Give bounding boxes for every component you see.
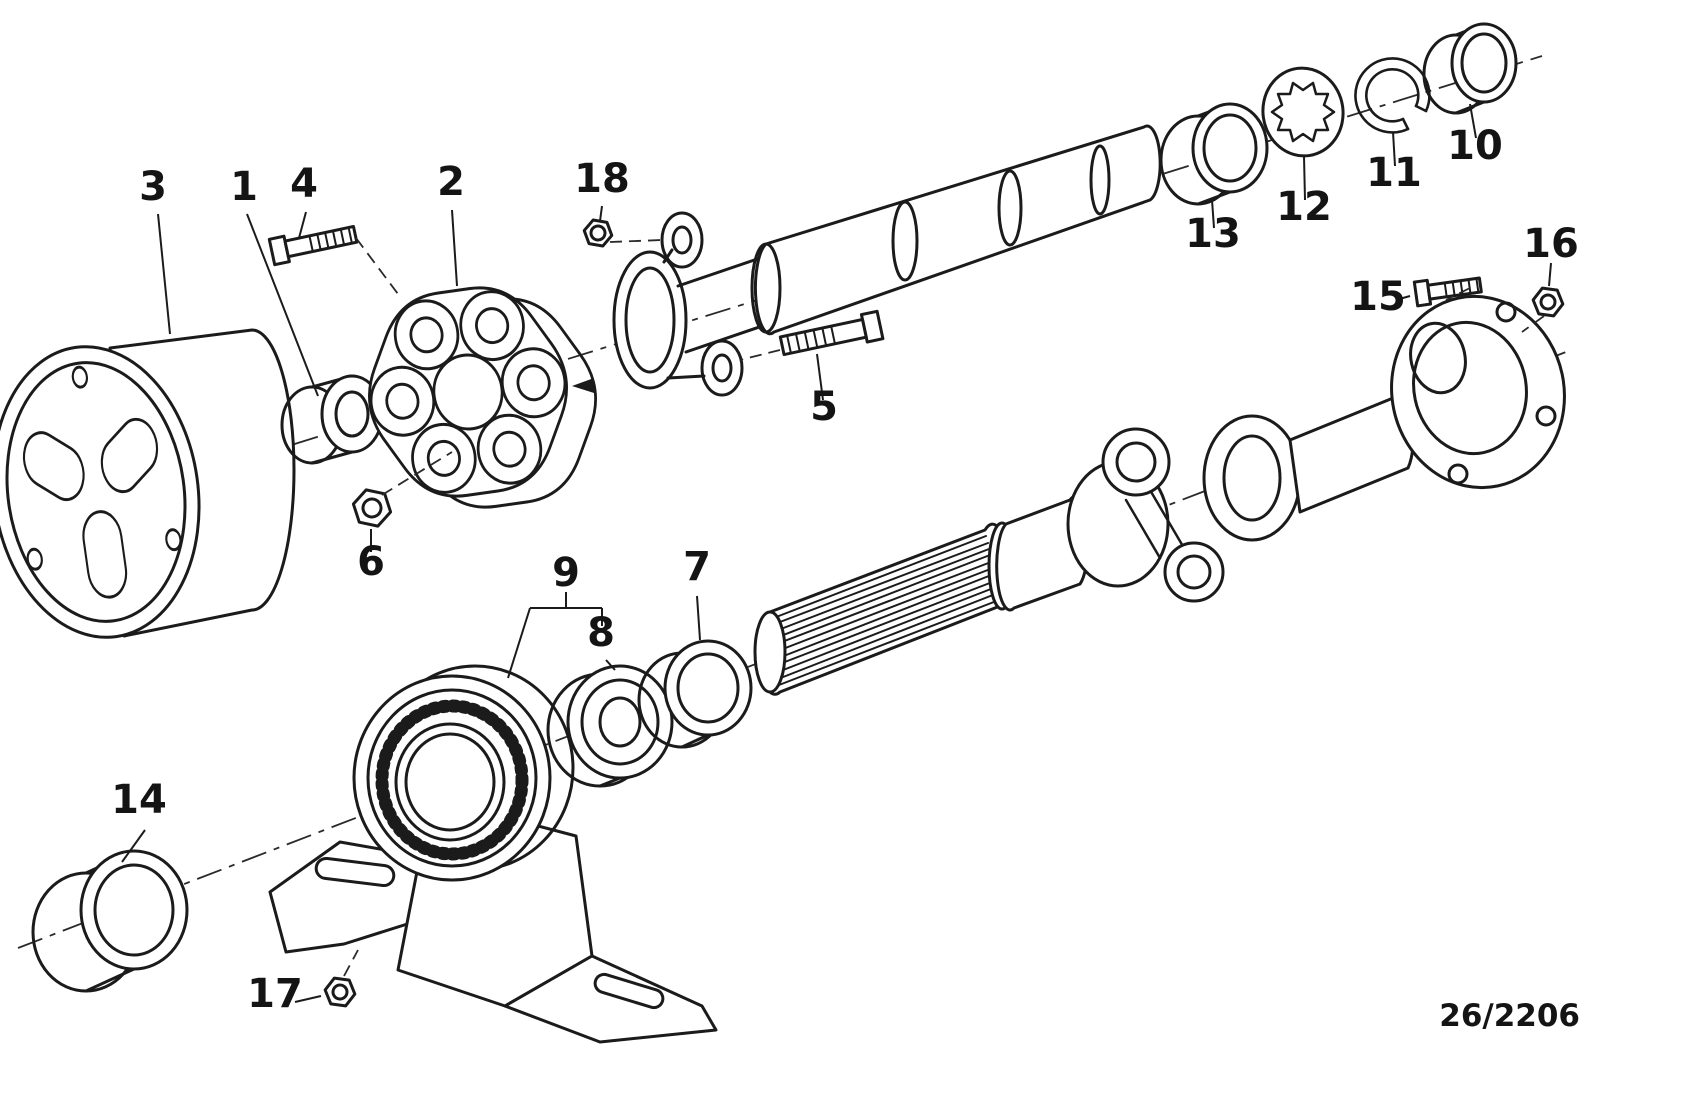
nut-17 [323,976,357,1008]
bearing-sleeve [637,639,753,749]
part-label-6: 6 [357,539,385,585]
part-label-14: 14 [111,777,167,823]
snap-ring-11 [1354,57,1431,134]
part-label-8: 8 [587,610,615,656]
centering-bushing [280,374,384,465]
part-label-2: 2 [437,159,465,205]
rear-driveshaft [753,294,1566,696]
flex-disc [368,286,597,509]
bearing-cup-lower [1163,541,1225,603]
part-label-13: 13 [1185,211,1241,257]
part-label-4: 4 [290,161,318,207]
flange-center-hole [1409,321,1467,395]
universal-joint [1066,392,1416,603]
part-label-11: 11 [1366,150,1422,196]
nut-16 [1531,286,1565,318]
splined-shaft-section [753,522,1009,696]
sleeve-10 [1422,22,1518,115]
nut-6 [351,488,393,528]
bolt-15 [1412,276,1483,308]
shaft-collar [987,495,1090,612]
center-bearing [546,664,674,788]
spacer-bushing [31,849,189,993]
front-driveshaft [612,124,1162,397]
alignment-mark [572,378,594,393]
support-bracket [268,814,718,1044]
bearing-cup-upper [1101,427,1171,497]
yoke-lug-upper [660,211,704,269]
part-label-16: 16 [1523,221,1579,267]
rubber-isolator-ring [375,699,529,861]
part-label-1: 1 [230,164,258,210]
part-label-7: 7 [683,544,711,590]
bolt-4 [267,225,359,267]
driveshaft-tube [750,124,1162,336]
lock-washer-12 [1261,66,1345,158]
output-flange [1390,294,1566,490]
sleeve-13 [1159,102,1269,206]
leader-lines [121,103,1552,1003]
yoke-lug-lower [700,339,744,397]
part-label-12: 12 [1276,184,1332,230]
part-label-17: 17 [247,971,303,1017]
vibration-damper [0,328,296,639]
center-bearing-housing [352,664,575,882]
assembly-dash-lines [343,237,1545,977]
diagram-reference-number: 26/2206 [1439,998,1580,1034]
center-bearing-assembly [268,639,753,1044]
part-label-15: 15 [1350,274,1406,320]
part-label-5: 5 [810,384,838,430]
part-label-9: 9 [552,550,580,596]
part-labels: 1 2 3 4 5 6 7 8 9 10 11 12 13 14 15 16 1… [111,123,1579,1017]
label-9-bracket [530,592,602,609]
part-label-18: 18 [574,156,630,202]
bolt-5 [778,309,885,357]
nut-18 [582,218,614,248]
damper-spider-cutout [22,365,182,599]
part-label-3: 3 [139,164,167,210]
part-label-10: 10 [1447,123,1503,169]
